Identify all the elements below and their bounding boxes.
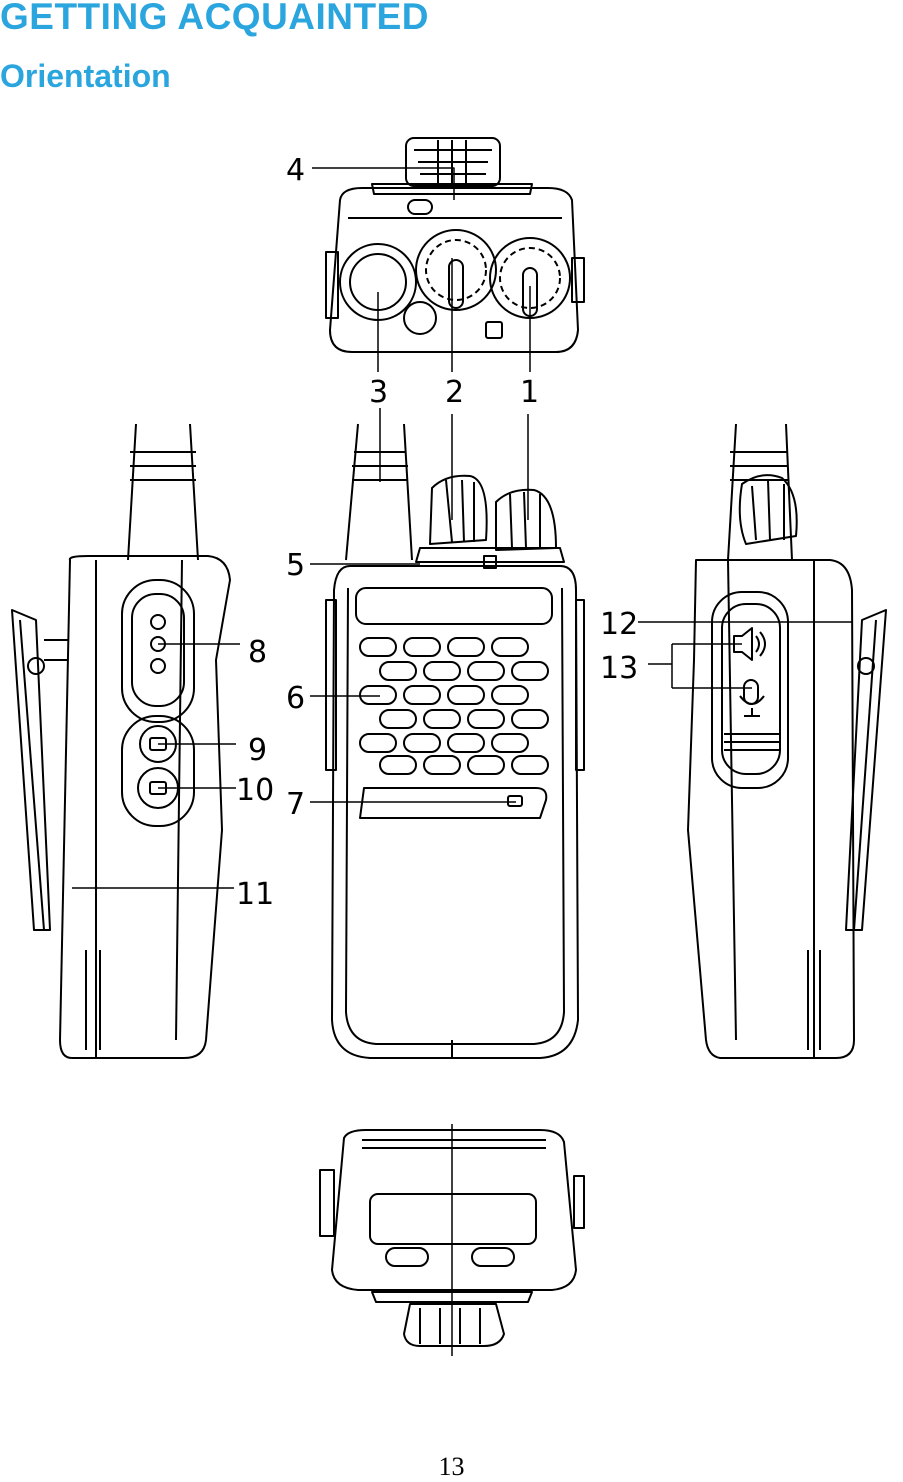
- leader-lines: [72, 167, 852, 1356]
- callout-7: 7: [286, 787, 305, 822]
- callout-12: 12: [600, 607, 638, 642]
- callout-10: 10: [236, 773, 274, 808]
- callout-2: 2: [445, 375, 464, 410]
- callout-11: 11: [236, 877, 274, 912]
- bottom-view: [319, 1129, 585, 1347]
- callout-8: 8: [248, 635, 267, 670]
- callout-5: 5: [286, 548, 305, 583]
- keypad-grid: [359, 637, 549, 775]
- radio-orientation-figure: 4 3 2 1 5 6 7 8 9 10 11 12 13: [11, 137, 887, 1356]
- section-subtitle: Orientation: [0, 58, 171, 94]
- callout-4: 4: [286, 153, 305, 188]
- callout-3: 3: [369, 375, 388, 410]
- page-number: 13: [438, 1452, 465, 1481]
- callout-6: 6: [286, 681, 305, 716]
- top-view: [325, 137, 585, 353]
- front-view: [325, 423, 585, 1059]
- callout-labels: 4 3 2 1 5 6 7 8 9 10 11 12 13: [236, 153, 638, 912]
- left-side-view: [11, 423, 231, 1059]
- callout-9: 9: [248, 733, 267, 768]
- right-side-view: [687, 423, 887, 1059]
- callout-13: 13: [600, 651, 638, 686]
- section-title: GETTING ACQUAINTED: [0, 0, 430, 37]
- callout-1: 1: [520, 375, 539, 410]
